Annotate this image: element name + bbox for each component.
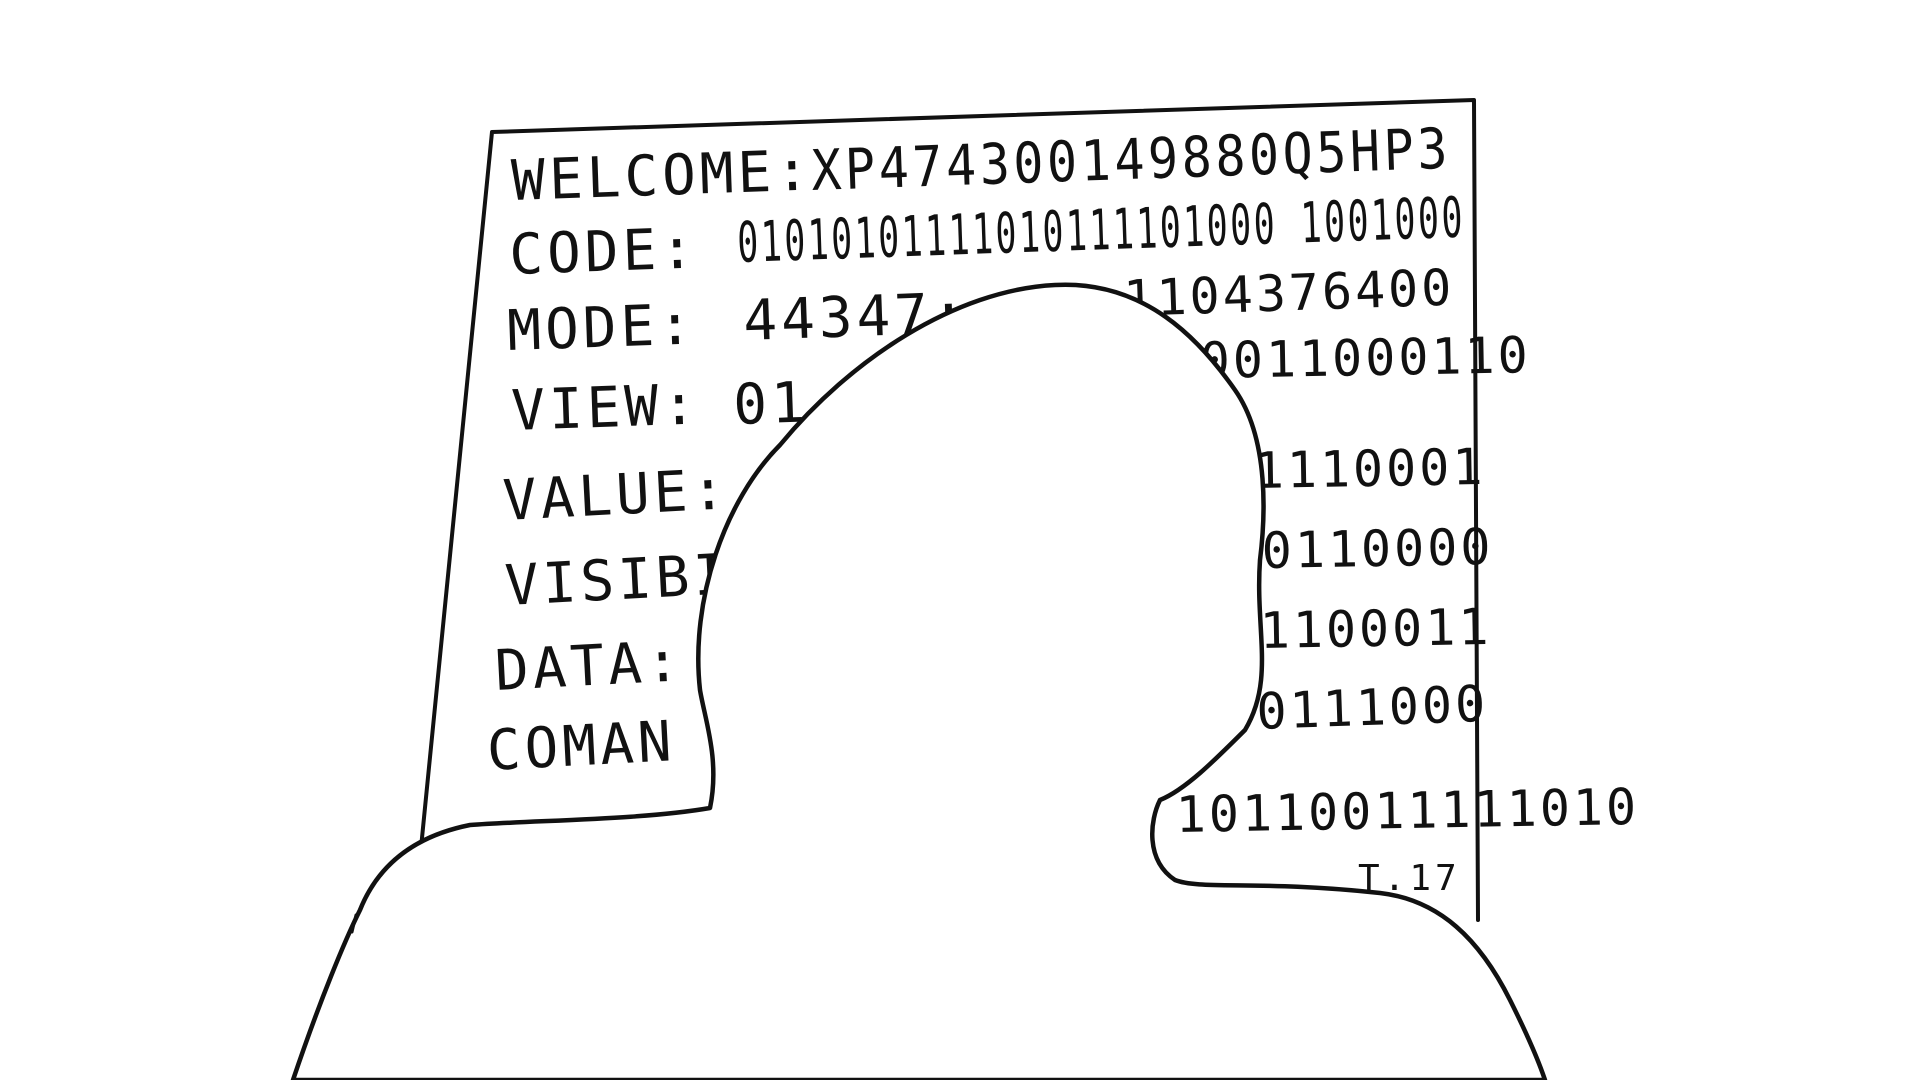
line-view-label: VIEW: <box>510 372 701 444</box>
person-silhouette <box>290 282 1548 1080</box>
right-fragment-4: 0110000 <box>1261 518 1494 580</box>
right-fragment-1: 1104376400 <box>1122 258 1455 328</box>
screen-text-right: 1104376400 0011000110 1110001 0110000 11… <box>1122 258 1639 899</box>
line-code-label: CODE: <box>508 216 699 288</box>
right-fragment-7: 10110011111010 <box>1175 778 1639 844</box>
line-welcome-label: WELCOME: <box>510 139 814 214</box>
right-fragment-6: 00111000 <box>1222 675 1489 742</box>
line-value-label: VALUE: <box>501 457 730 534</box>
line-data-label: DATA: <box>493 629 685 704</box>
line-mode-label: MODE: <box>506 292 697 364</box>
screen-frame <box>418 98 1480 922</box>
right-fragment-5: 1100011 <box>1259 598 1492 660</box>
right-fragment-3: 1110001 <box>1253 438 1486 500</box>
shoulder-tick <box>350 913 358 934</box>
line-command-label: COMAN <box>485 709 677 784</box>
right-fragment-2: 0011000110 <box>1199 326 1531 390</box>
